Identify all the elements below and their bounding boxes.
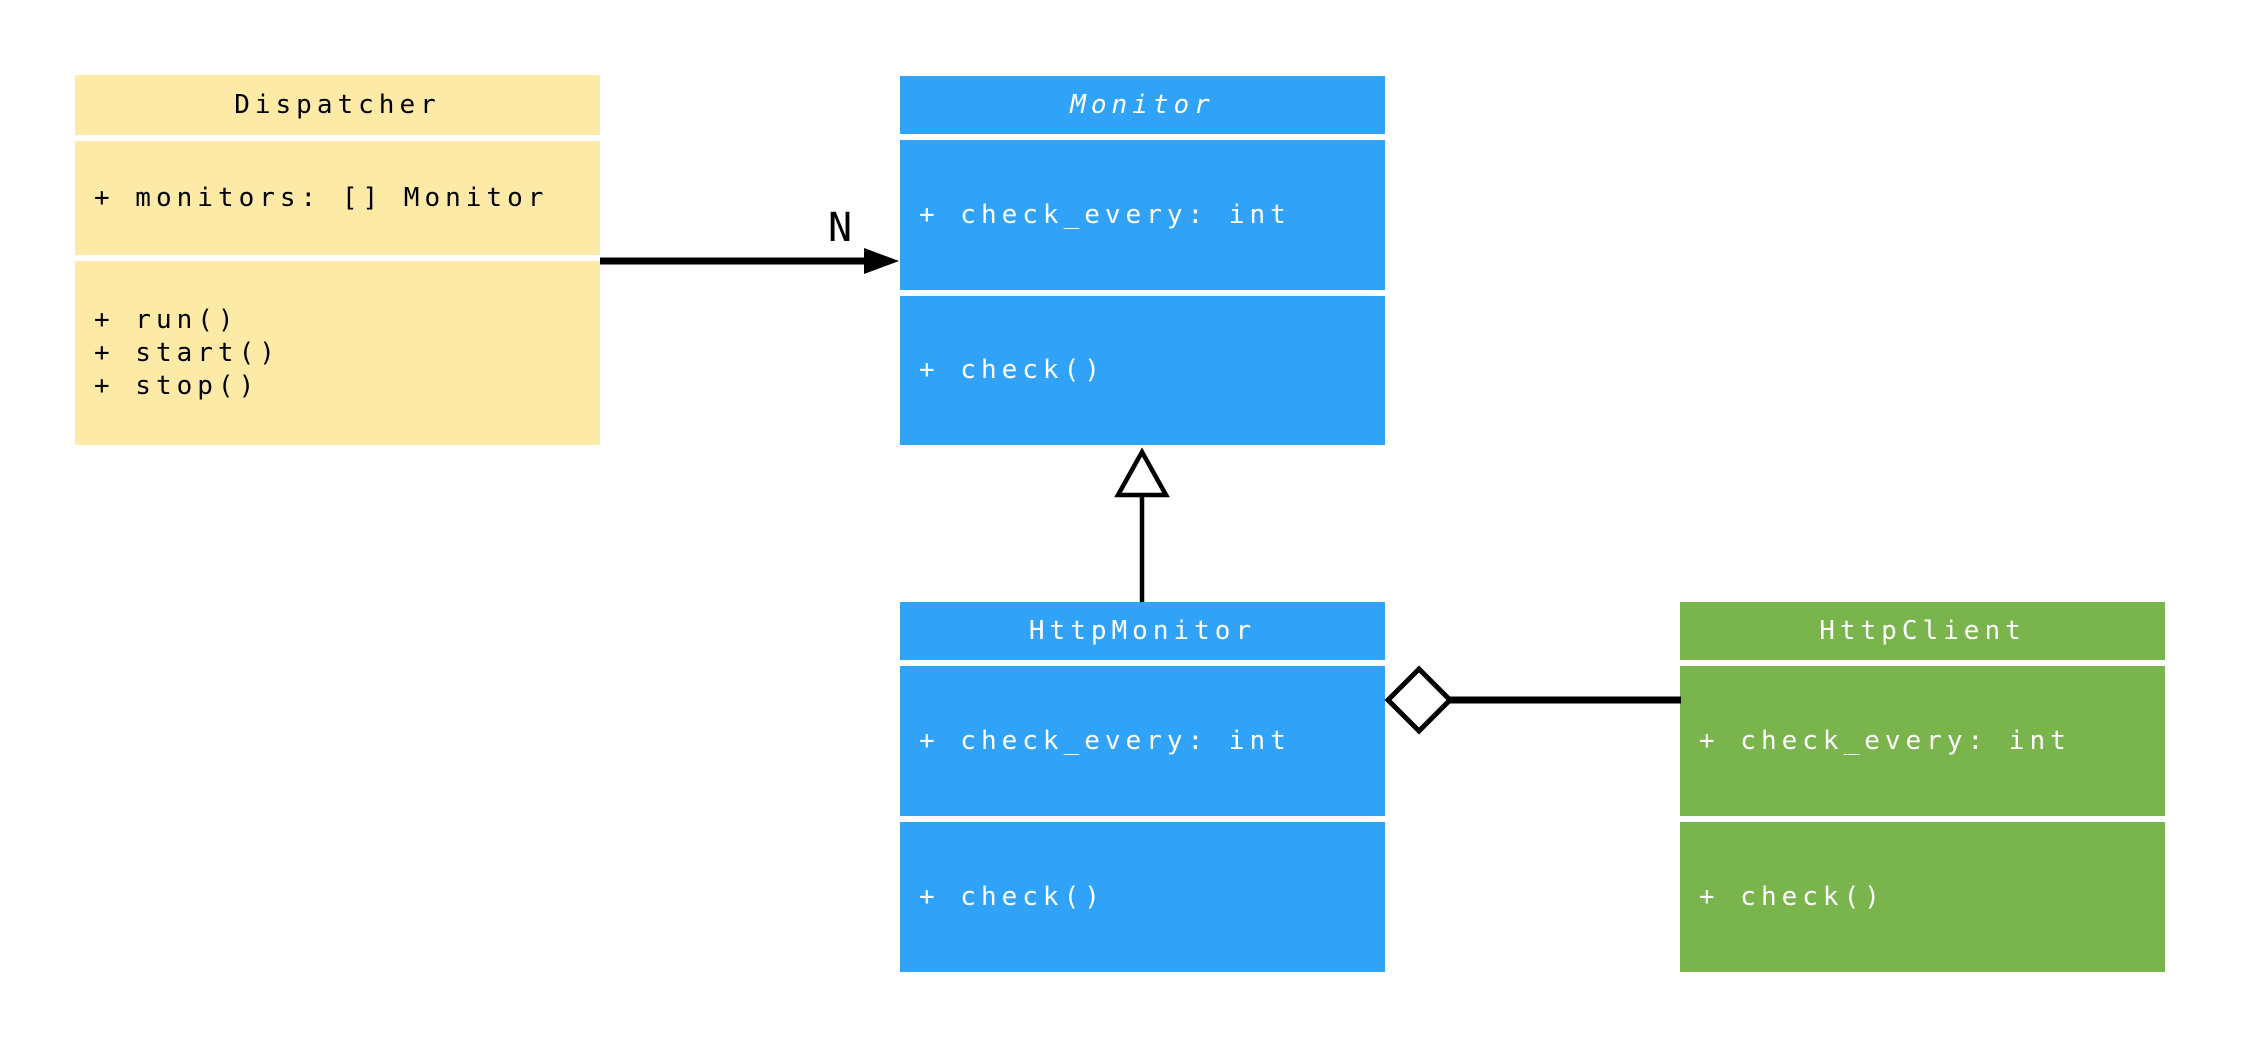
class-box-dispatcher: Dispatcher + monitors: [] Monitor + run(…	[75, 75, 600, 445]
class-methods-monitor: + check()	[900, 296, 1385, 445]
class-title-http-client: HttpClient	[1680, 602, 2165, 660]
class-attributes-http-client: + check_every: int	[1680, 666, 2165, 816]
class-title-monitor: Monitor	[900, 76, 1385, 134]
class-attribute: + check_every: int	[919, 199, 1291, 230]
class-method: + check()	[1699, 881, 1885, 912]
class-box-monitor: Monitor + check_every: int + check()	[900, 76, 1385, 445]
class-method: + start()	[94, 337, 280, 368]
aggregation-edge-httpmonitor-httpclient	[1384, 665, 1681, 735]
multiplicity-label: N	[828, 205, 853, 251]
class-method: + stop()	[94, 370, 260, 401]
class-method: + check()	[919, 881, 1105, 912]
aggregation-diamond-icon	[1384, 665, 1454, 735]
association-edge-dispatcher-monitor	[600, 248, 899, 274]
class-method: + check()	[919, 355, 1105, 385]
inheritance-edge-httpmonitor-monitor	[1114, 447, 1170, 602]
class-box-http-client: HttpClient + check_every: int + check()	[1680, 602, 2165, 972]
class-methods-dispatcher: + run() + start() + stop()	[75, 261, 600, 445]
class-title-http-monitor: HttpMonitor	[900, 602, 1385, 660]
class-attributes-http-monitor: + check_every: int	[900, 666, 1385, 816]
class-title-dispatcher: Dispatcher	[75, 75, 600, 135]
class-attribute: + check_every: int	[919, 725, 1291, 756]
class-attributes-monitor: + check_every: int	[900, 140, 1385, 290]
class-method: + run()	[94, 304, 239, 335]
arrowhead-icon	[864, 248, 899, 274]
class-methods-http-monitor: + check()	[900, 822, 1385, 972]
inheritance-triangle-icon	[1114, 447, 1170, 498]
class-attributes-dispatcher: + monitors: [] Monitor	[75, 141, 600, 255]
class-attribute: + monitors: [] Monitor	[94, 182, 549, 213]
class-attribute: + check_every: int	[1699, 725, 2071, 756]
class-methods-http-client: + check()	[1680, 822, 2165, 972]
class-box-http-monitor: HttpMonitor + check_every: int + check()	[900, 602, 1385, 972]
